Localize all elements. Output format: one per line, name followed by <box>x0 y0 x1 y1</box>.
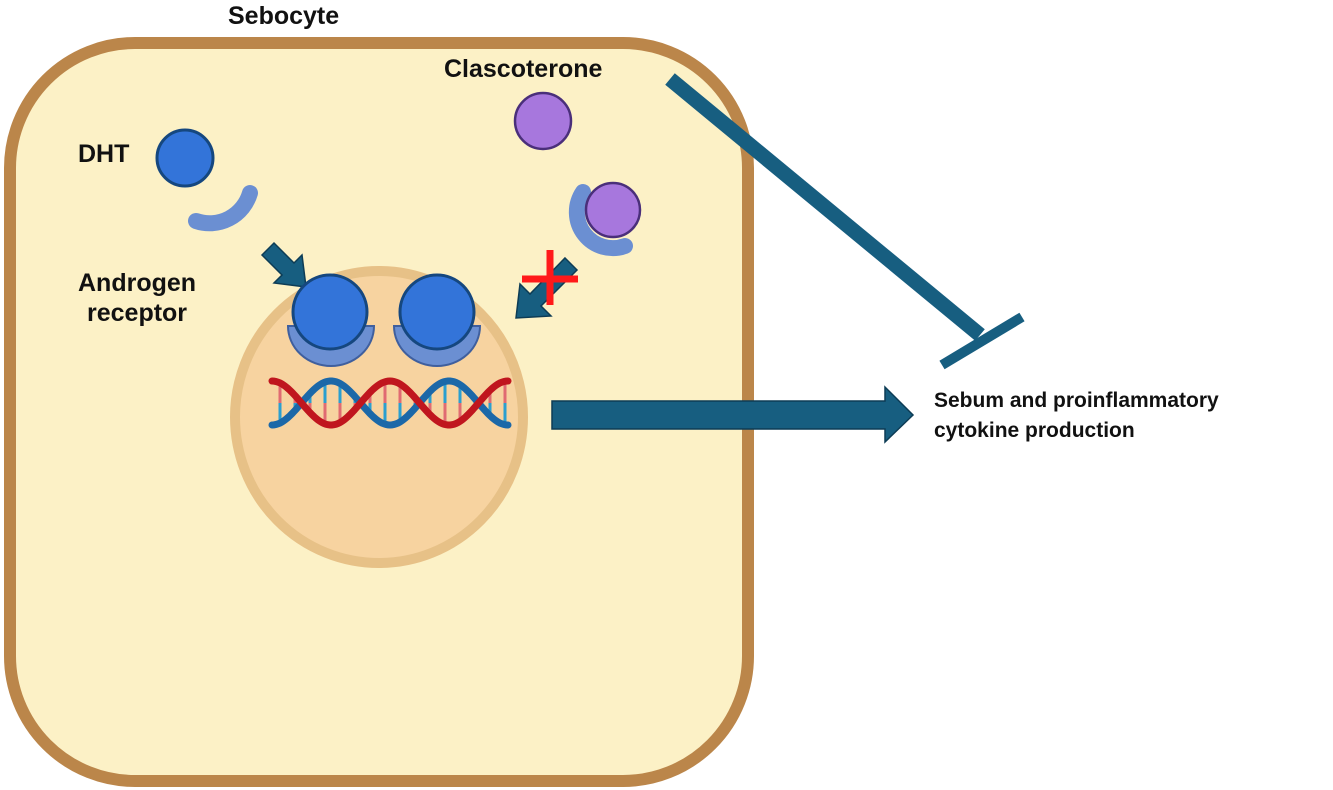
clascoterone-bound <box>584 181 642 239</box>
dht-molecule <box>155 128 215 188</box>
dna-strand-red <box>268 377 512 429</box>
dht-entry-arrow <box>260 241 307 288</box>
outcome-label: Sebum and proinflammatory cytokine produ… <box>934 386 1219 446</box>
androgen-receptor-label-line1: Androgen <box>78 269 197 297</box>
outcome-label-line1: Sebum and proinflammatory <box>934 389 1219 412</box>
clascoterone-molecule <box>513 91 573 151</box>
inhibition-connector <box>665 73 1025 370</box>
dna-helix <box>268 377 512 429</box>
dna-strand-blue <box>268 377 512 429</box>
androgen-receptor-label-line2: receptor <box>87 299 188 327</box>
dht-bound-right <box>398 273 476 351</box>
androgen-receptor-label: Androgen receptor <box>78 268 196 328</box>
block-mark-icon <box>522 250 578 305</box>
androgen-receptor-free <box>188 185 258 232</box>
dht-bound-left <box>291 273 369 351</box>
production-arrow <box>551 385 915 444</box>
outcome-label-line2: cytokine production <box>934 419 1135 442</box>
clascoterone-label: Clascoterone <box>444 55 603 83</box>
dht-label: DHT <box>78 140 130 168</box>
androgen-receptor-clascoterone <box>568 184 633 257</box>
diagram-title: Sebocyte <box>228 2 340 30</box>
nucleus <box>230 266 528 568</box>
